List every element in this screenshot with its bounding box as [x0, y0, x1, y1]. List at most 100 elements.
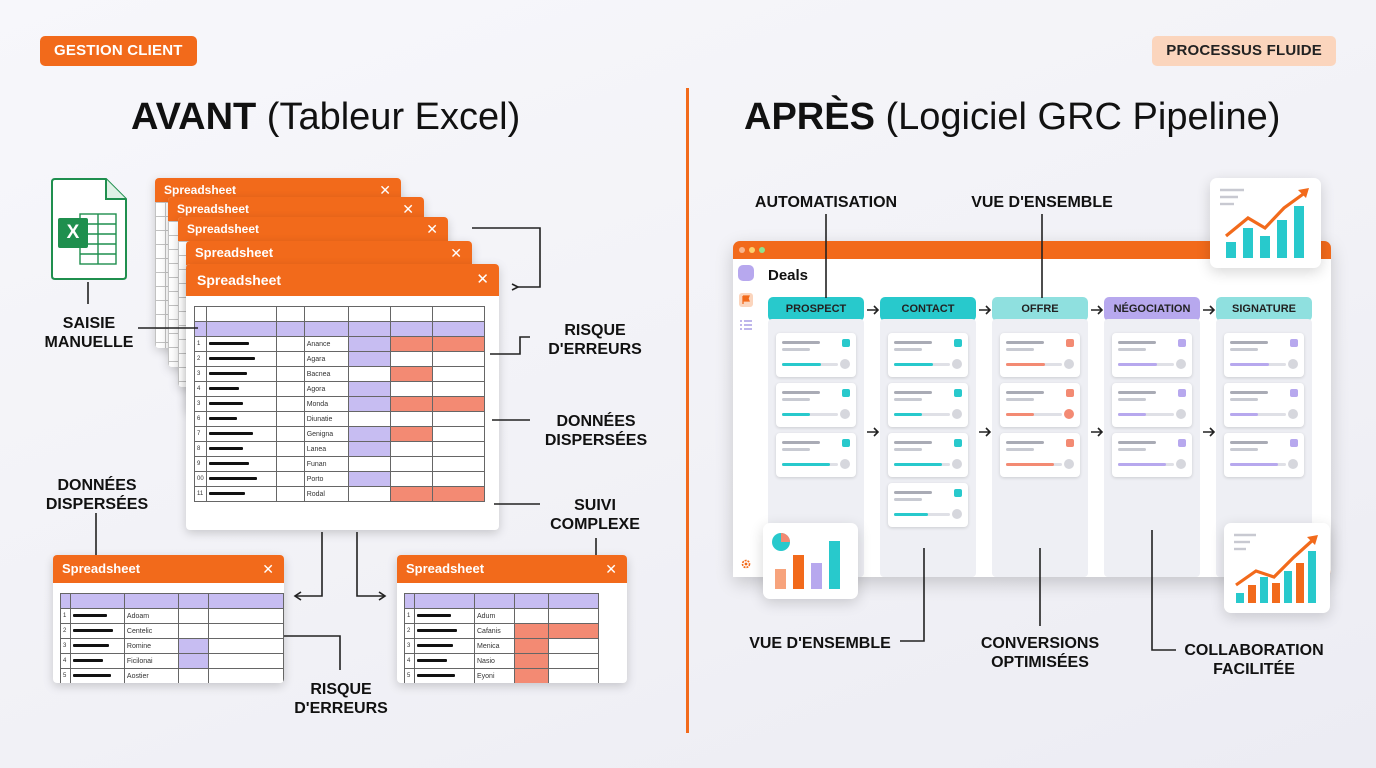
table-cell[interactable]: 11: [194, 486, 207, 502]
window-title: Spreadsheet: [406, 561, 485, 576]
table-cell[interactable]: [347, 426, 391, 442]
table-cell[interactable]: [389, 426, 433, 442]
table-cell[interactable]: [431, 486, 485, 502]
title-apres: APRÈS (Logiciel GRC Pipeline): [744, 96, 1281, 138]
left-connectors: [87, 227, 597, 670]
deal-card[interactable]: [1224, 333, 1304, 377]
trend-chart-icon: [1234, 533, 1318, 603]
window-title: Spreadsheet: [62, 561, 141, 576]
excel-file-icon: X: [50, 178, 128, 280]
close-icon[interactable]: ✕: [605, 561, 617, 577]
close-icon[interactable]: ✕: [476, 271, 489, 288]
close-icon[interactable]: ✕: [450, 245, 462, 261]
stage-4[interactable]: NÉGOCIATION: [1104, 297, 1200, 321]
growth-chart-card-top: [1210, 178, 1321, 268]
deal-card[interactable]: [888, 333, 968, 377]
growth-chart-card-bottom: [1224, 523, 1330, 613]
table-cell[interactable]: Aostier: [123, 668, 179, 683]
window-title: Spreadsheet: [197, 272, 282, 288]
window-dot-icon: [759, 247, 765, 253]
deal-card[interactable]: [1112, 333, 1192, 377]
label-vue-ensemble-bottom: VUE D'ENSEMBLE: [749, 635, 891, 652]
table-cell[interactable]: [207, 668, 284, 683]
list-icon[interactable]: [740, 317, 752, 330]
close-icon[interactable]: ✕: [426, 221, 438, 237]
deal-card[interactable]: [1000, 433, 1080, 477]
label-automatisation: AUTOMATISATION: [754, 194, 898, 211]
crm-sidebar: [733, 259, 759, 577]
card-arrow-icon: [978, 425, 992, 443]
close-icon[interactable]: ✕: [262, 561, 274, 577]
crm-window[interactable]: Deals PROSPECT CONTACT OFFRE: [733, 241, 1331, 577]
deal-card[interactable]: [888, 383, 968, 427]
settings-gear-icon[interactable]: [740, 557, 752, 569]
table-cell[interactable]: [389, 486, 433, 502]
table-cell[interactable]: [514, 668, 549, 683]
stage-5[interactable]: SIGNATURE: [1216, 297, 1312, 321]
excel-letter: X: [66, 222, 80, 243]
deal-card[interactable]: [1000, 333, 1080, 377]
stage-2[interactable]: CONTACT: [880, 297, 976, 321]
deal-card[interactable]: [1000, 383, 1080, 427]
avatar[interactable]: [738, 265, 754, 281]
flag-icon[interactable]: [739, 293, 753, 307]
window-dot-icon: [739, 247, 745, 253]
deal-card[interactable]: [1112, 433, 1192, 477]
close-icon[interactable]: ✕: [379, 182, 391, 198]
table-row: 11 Rodal: [194, 486, 485, 502]
title-avant: AVANT (Tableur Excel): [131, 96, 521, 138]
stage-arrow-icon: [1202, 303, 1216, 321]
close-icon[interactable]: ✕: [402, 201, 414, 217]
deal-card[interactable]: [888, 483, 968, 527]
deal-card[interactable]: [1224, 433, 1304, 477]
deal-card[interactable]: [776, 383, 856, 427]
window-title: Spreadsheet: [164, 183, 237, 197]
label-vue-ensemble-top: VUE D'ENSEMBLE: [971, 194, 1113, 211]
window-title: Spreadsheet: [195, 245, 274, 260]
table-cell[interactable]: Rodal: [303, 486, 349, 502]
right-connectors: [825, 214, 1176, 651]
table-cell[interactable]: [548, 668, 599, 683]
window-title: Spreadsheet: [177, 202, 250, 216]
badge-processus-fluide: PROCESSUS FLUIDE: [1152, 36, 1336, 66]
card-arrow-icon: [866, 425, 880, 443]
stage-1[interactable]: PROSPECT: [768, 297, 864, 321]
window-title: Spreadsheet: [187, 222, 260, 236]
table-cell[interactable]: [205, 486, 277, 502]
deal-card[interactable]: [1224, 383, 1304, 427]
center-divider: [686, 88, 689, 733]
stage-3[interactable]: OFFRE: [992, 297, 1088, 321]
deal-card[interactable]: [776, 433, 856, 477]
trend-chart-icon: [1220, 188, 1309, 258]
deal-card[interactable]: [888, 433, 968, 477]
window-dot-icon: [749, 247, 755, 253]
bar-chart-card: [763, 523, 858, 599]
deal-card[interactable]: [1112, 383, 1192, 427]
table-cell[interactable]: [69, 668, 125, 683]
card-arrow-icon: [1202, 425, 1216, 443]
deal-card[interactable]: [776, 333, 856, 377]
table-cell[interactable]: [347, 441, 391, 457]
deals-heading: Deals: [768, 267, 809, 284]
